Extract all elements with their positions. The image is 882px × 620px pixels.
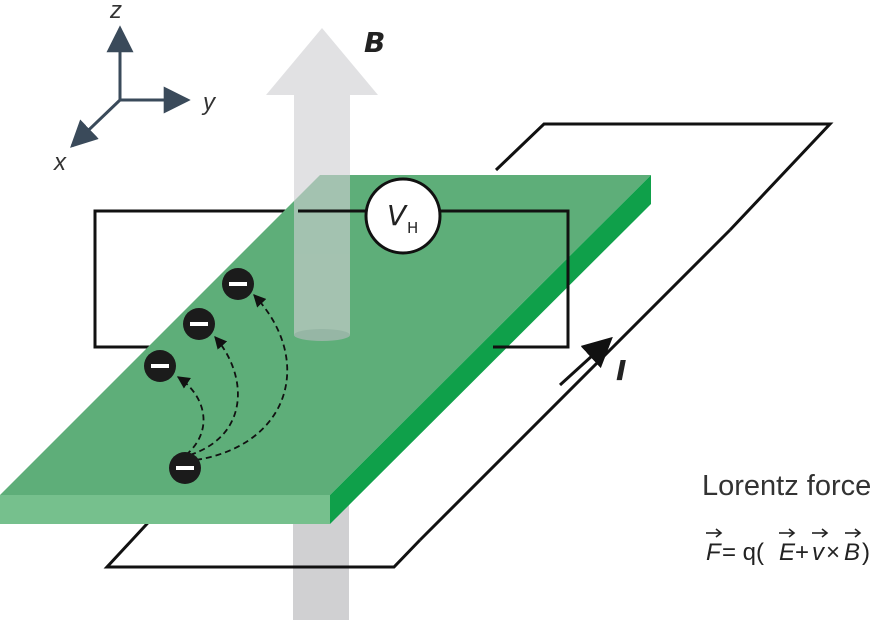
plate-side-face bbox=[330, 175, 651, 524]
field-arrow-lower bbox=[293, 505, 349, 620]
formula-plus: + bbox=[795, 539, 809, 566]
trajectory-1 bbox=[176, 376, 205, 456]
hall-circuit-left-wire bbox=[93, 209, 298, 349]
current-label: I bbox=[616, 354, 626, 387]
formula-B: B bbox=[844, 539, 860, 566]
voltmeter-subscript: H bbox=[407, 219, 418, 237]
trajectory-3 bbox=[195, 294, 289, 461]
voltmeter-label: V bbox=[387, 199, 408, 232]
hall-circuit-right-wire bbox=[440, 209, 570, 349]
field-arrow-upper bbox=[266, 28, 378, 341]
formula-eq: = q( bbox=[722, 539, 764, 566]
plate-front-face bbox=[0, 495, 330, 524]
hall-voltmeter: V H bbox=[364, 177, 442, 255]
electron-deflected-2 bbox=[183, 308, 215, 340]
current-loop-lower-wire bbox=[103, 511, 422, 569]
formula-E: E bbox=[779, 539, 796, 566]
electron-deflected-3 bbox=[222, 268, 254, 300]
electron-trajectories bbox=[176, 294, 289, 461]
electron-deflected-1 bbox=[144, 350, 176, 382]
trajectory-2 bbox=[189, 336, 239, 456]
y-axis-label: y bbox=[201, 89, 217, 116]
formula-F: F bbox=[706, 539, 722, 566]
coordinate-axes: z y x bbox=[53, 0, 217, 176]
z-axis-label: z bbox=[109, 0, 122, 24]
formula-v: v bbox=[812, 539, 826, 566]
current-direction-wire bbox=[418, 228, 732, 542]
x-axis-label: x bbox=[53, 149, 67, 176]
current-direction-arrow bbox=[558, 336, 613, 387]
lorentz-force-equation: F = q( E + v × B ) bbox=[706, 528, 870, 566]
lorentz-force-title: Lorentz force bbox=[702, 470, 871, 502]
x-axis-arrow bbox=[70, 98, 122, 148]
current-loop-back-wire bbox=[494, 122, 834, 232]
lorentz-force-block: Lorentz force F = q( E + v × B ) bbox=[702, 470, 871, 566]
formula-close: ) bbox=[862, 539, 870, 566]
electron-source bbox=[169, 452, 201, 484]
magnetic-field-label: B bbox=[364, 26, 385, 59]
formula-times: × bbox=[826, 539, 840, 566]
